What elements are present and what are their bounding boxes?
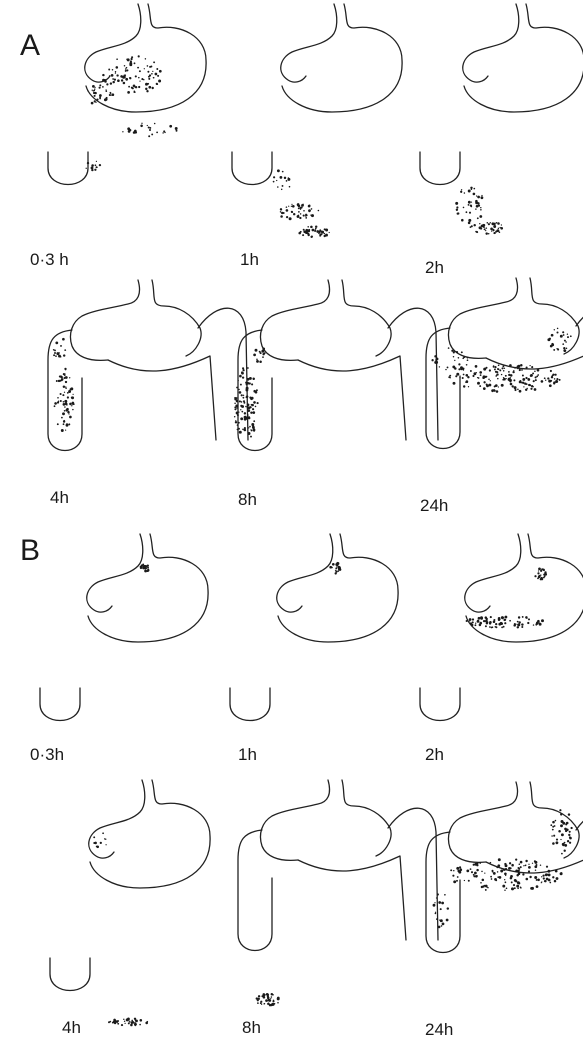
time-label-b-24h: 24h <box>425 1020 453 1039</box>
tracer-cluster <box>280 203 319 220</box>
panel-a-cell-24h <box>426 278 583 449</box>
tracer-cluster <box>273 169 291 190</box>
stomach-outline <box>89 780 210 888</box>
tracer-cluster <box>298 225 329 238</box>
tracer-cluster <box>433 893 449 928</box>
tracer-cluster <box>329 562 341 575</box>
panel-b-cell-2h <box>420 534 583 721</box>
stomach-colon-outline <box>426 782 583 953</box>
panel-letter-a: A <box>20 29 40 62</box>
tracer-cluster <box>256 993 280 1006</box>
time-label-b-0-3h: 0·3h <box>30 745 64 764</box>
panel-b-cell-1h <box>230 534 398 721</box>
tracer-cluster <box>466 616 544 629</box>
time-label-b-2h: 2h <box>425 745 444 764</box>
stomach-outline <box>465 534 583 642</box>
panel-b-cell-8h <box>238 780 438 1006</box>
time-label-b-1h: 1h <box>238 745 257 764</box>
stomach-outline <box>87 534 208 642</box>
tracer-cluster <box>470 222 503 235</box>
tracer-cluster <box>93 832 106 848</box>
duodenum-outline <box>420 152 460 185</box>
time-label-a-8h: 8h <box>238 490 257 509</box>
panel-a-cell-8h <box>234 280 438 451</box>
time-label-a-2h: 2h <box>425 258 444 277</box>
duodenum-outline <box>420 688 460 721</box>
tracer-cluster <box>253 348 265 363</box>
time-label-b-8h: 8h <box>242 1018 261 1037</box>
tracer-cluster <box>54 368 75 432</box>
stomach-outline <box>281 4 402 112</box>
panel-a-cell-1h <box>232 4 402 238</box>
panel-b-cell-4h <box>50 780 210 1026</box>
tracer-cluster <box>550 809 572 854</box>
panel-a-cell-4h <box>48 280 248 451</box>
stomach-colon-outline <box>238 280 438 451</box>
panel-letter-b: B <box>20 534 40 567</box>
stomach-outline <box>277 534 398 642</box>
tracer-cluster <box>108 1018 148 1027</box>
stomach-colon-outline <box>238 780 438 951</box>
time-label-a-24h: 24h <box>420 496 448 515</box>
time-label-b-4h: 4h <box>62 1018 81 1037</box>
time-label-a-0-3h: 0·3 h <box>30 250 69 269</box>
time-label-a-4h: 4h <box>50 488 69 507</box>
time-label-a-1h: 1h <box>240 250 259 269</box>
tracer-cluster <box>450 858 562 891</box>
stomach-outline <box>463 4 583 112</box>
tracer-cluster <box>122 123 177 138</box>
tracer-cluster <box>140 563 150 572</box>
stomach-colon-outline <box>426 278 583 449</box>
tracer-cluster <box>547 328 571 352</box>
tracer-cluster <box>53 338 66 358</box>
stomach-outline <box>85 4 206 112</box>
panel-a-cell-0-3h <box>48 4 206 185</box>
duodenum-outline <box>232 152 272 185</box>
tracer-cluster <box>87 84 114 104</box>
panel-b-cell-0-3h <box>40 534 208 721</box>
duodenum-outline <box>230 688 270 721</box>
duodenum-outline <box>50 958 90 991</box>
tracer-cluster <box>455 187 483 225</box>
tracer-cluster <box>534 568 547 581</box>
duodenum-outline <box>48 152 88 185</box>
duodenum-outline <box>40 688 80 721</box>
stomach-colon-outline <box>48 280 248 451</box>
tracer-cluster <box>102 55 162 93</box>
panel-a-cell-2h <box>420 4 583 235</box>
panel-b-cell-24h <box>426 782 583 953</box>
